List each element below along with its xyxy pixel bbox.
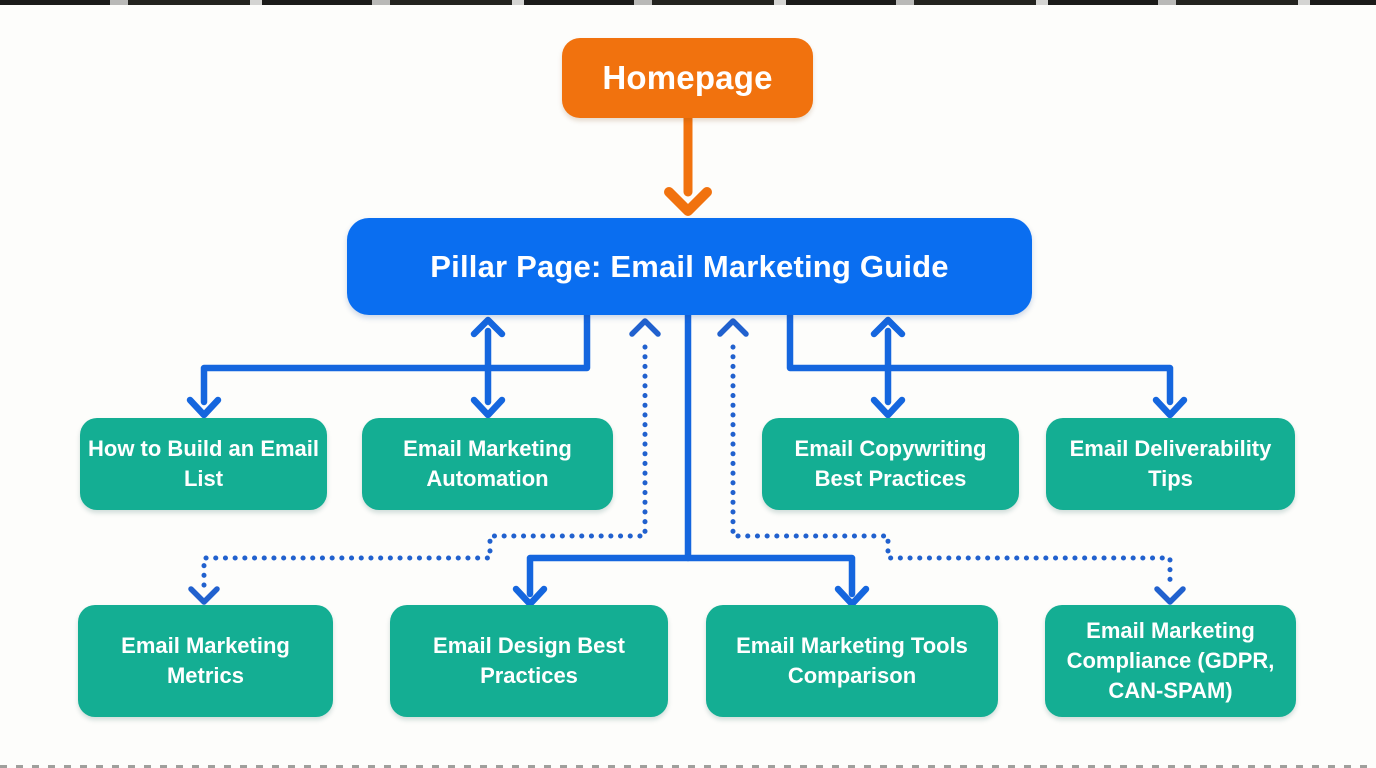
topic-label: Email Marketing Compliance (GDPR, CAN-SP… xyxy=(1066,618,1275,703)
topic-label: Email Design Best Practices xyxy=(433,633,625,688)
topic-label: Email Copywriting Best Practices xyxy=(794,436,987,491)
node-email-copywriting-best-practices: Email Copywriting Best Practices xyxy=(762,418,1019,510)
arrowhead-up-compliance-link xyxy=(717,318,749,337)
node-email-marketing-automation: Email Marketing Automation xyxy=(362,418,613,510)
arrowhead-down-automation xyxy=(470,396,506,419)
torn-edge-bottom-decoration xyxy=(0,765,1376,768)
node-email-deliverability-tips: Email Deliverability Tips xyxy=(1046,418,1295,510)
arrowhead-up-automation xyxy=(470,316,506,338)
arrowhead-down-copywriting xyxy=(870,396,906,419)
arrowhead-up-metrics-link xyxy=(629,318,661,337)
homepage-label: Homepage xyxy=(602,59,773,96)
topic-label: Email Marketing Metrics xyxy=(121,633,290,688)
arrowhead-down-email-list xyxy=(186,396,222,419)
connector-trunk-to-design-and-tools xyxy=(526,554,856,598)
dotted-connector-pillar-to-metrics xyxy=(201,344,648,589)
arrowhead-down-deliverability xyxy=(1152,396,1188,419)
topic-label: Email Marketing Tools Comparison xyxy=(736,633,968,688)
node-email-marketing-compliance: Email Marketing Compliance (GDPR, CAN-SP… xyxy=(1045,605,1296,717)
torn-edge-top-decoration xyxy=(0,0,1376,5)
topic-label: Email Deliverability Tips xyxy=(1069,436,1272,491)
node-homepage: Homepage xyxy=(562,38,813,118)
topic-label: Email Marketing Automation xyxy=(403,436,572,491)
connector-pillar-to-deliverability xyxy=(786,310,1174,406)
arrowhead-down-design xyxy=(512,585,548,608)
node-pillar-page: Pillar Page: Email Marketing Guide xyxy=(347,218,1032,315)
node-email-design-best-practices: Email Design Best Practices xyxy=(390,605,668,717)
arrowhead-down-tools xyxy=(834,585,870,608)
dotted-connector-pillar-to-compliance xyxy=(730,344,1173,589)
node-email-marketing-metrics: Email Marketing Metrics xyxy=(78,605,333,717)
node-email-marketing-tools-comparison: Email Marketing Tools Comparison xyxy=(706,605,998,717)
arrowhead-down-homepage-to-pillar xyxy=(664,187,712,216)
arrowhead-down-metrics xyxy=(188,586,220,605)
connector-pillar-to-email-list xyxy=(200,310,591,406)
topic-label: How to Build an Email List xyxy=(88,436,320,491)
arrowhead-up-copywriting xyxy=(870,316,906,338)
pillar-page-label: Pillar Page: Email Marketing Guide xyxy=(430,248,949,284)
arrowhead-down-compliance xyxy=(1154,586,1186,605)
node-how-to-build-an-email-list: How to Build an Email List xyxy=(80,418,327,510)
